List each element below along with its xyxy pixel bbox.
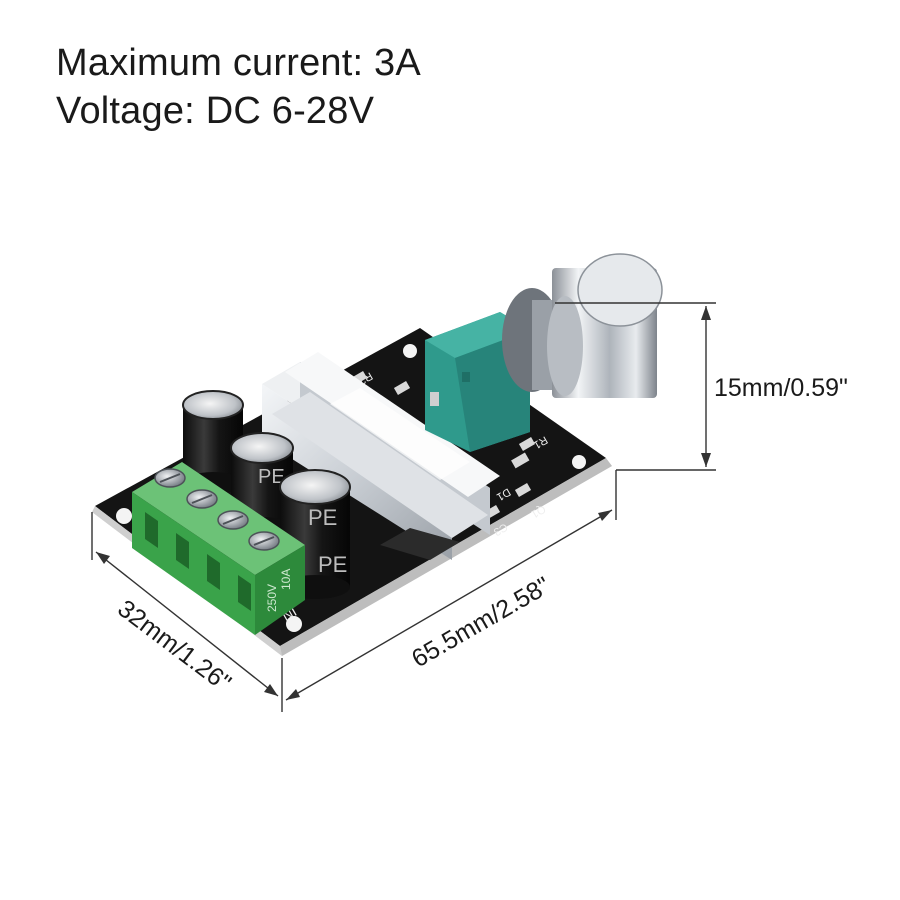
smd-resistor [518,437,536,451]
capacitor-brand: PE [258,466,285,488]
heatsink [262,352,500,560]
width-dimension-label: 32mm/1.26" [112,594,236,697]
mounting-hole [403,344,417,358]
mounting-hole [286,616,302,632]
terminal-current-rating: 10A [279,569,293,590]
smd-resistor [393,381,411,395]
terminal-screw [248,531,280,551]
capacitor-brand: PE [318,552,347,577]
height-dimension-label: 15mm/0.59" [714,374,848,402]
capacitor-brand: PE [308,505,337,530]
max-current-spec: Maximum current: 3A [56,42,421,84]
terminal-screw [186,489,218,509]
terminal-block: 250V 10A [132,462,305,635]
height-dimension [555,302,716,471]
voltage-spec: Voltage: DC 6-28V [56,90,375,132]
length-dimension [281,470,617,712]
terminal-screw [154,468,186,488]
smd-diode [511,452,530,469]
knob [502,253,663,398]
terminal-rating: 250V [265,584,279,612]
mounting-hole [572,455,586,469]
smd-capacitor [514,483,532,497]
terminal-screw [217,510,249,530]
mounting-hole [116,508,132,524]
width-dimension [91,512,279,697]
